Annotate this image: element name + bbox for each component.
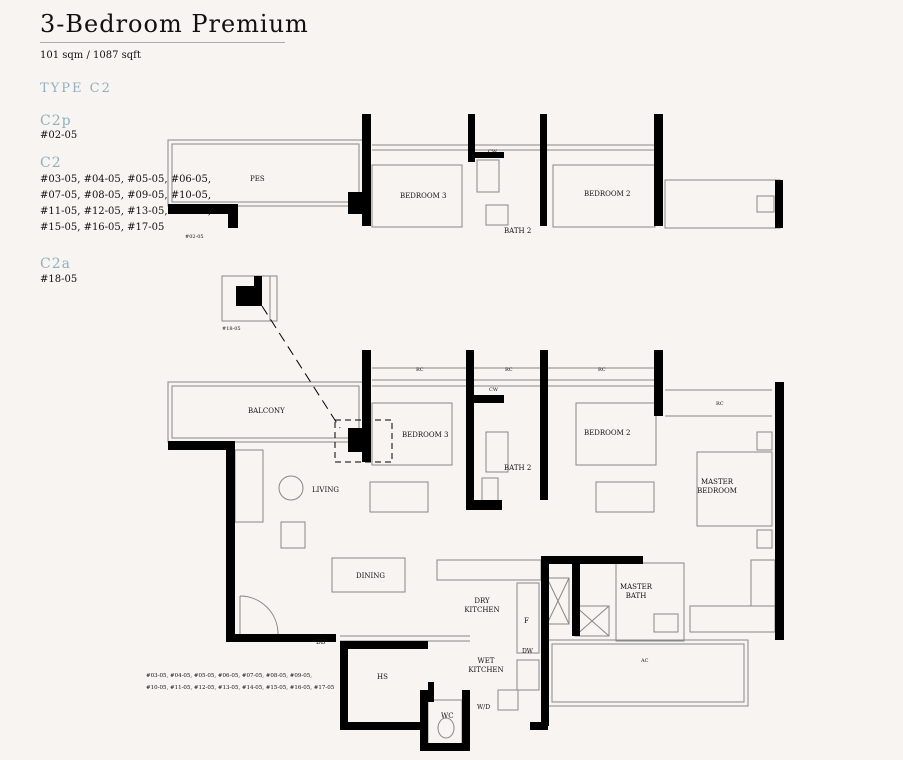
label-hs: HS: [377, 673, 388, 681]
inset-leader-line: [261, 305, 341, 429]
label-rc-3: RC: [598, 367, 606, 373]
label-dw: DW: [522, 648, 533, 655]
label-master-bath: MASTER BATH: [619, 583, 653, 600]
label-bedroom3-inset: BEDROOM 3: [400, 192, 447, 200]
variant-c2a-units: #18-05: [40, 274, 78, 285]
label-bath2: BATH 2: [504, 464, 532, 472]
thin-lines: [167, 139, 781, 745]
units-note-line2: #10-05, #11-05, #12-05, #13-05, #14-05, …: [146, 685, 335, 691]
label-bedroom2: BEDROOM 2: [584, 429, 631, 437]
variant-c2-heading: C2: [40, 155, 62, 171]
label-rc-4: RC: [716, 401, 724, 407]
label-rc-2: RC: [505, 367, 513, 373]
label-db: DB: [316, 639, 326, 646]
variant-c2a-heading: C2a: [40, 256, 71, 272]
label-balcony: BALCONY: [248, 407, 285, 415]
label-wd: W/D: [477, 704, 490, 711]
units-note-line1: #03-05, #04-05, #05-05, #06-05, #07-05, …: [146, 673, 312, 679]
label-ac: AC: [641, 658, 649, 664]
label-cw: CW: [489, 387, 498, 393]
label-living: LIVING: [312, 486, 339, 494]
label-unit-0205: #02-05: [185, 234, 204, 240]
unit-area: 101 sqm / 1087 sqft: [40, 50, 141, 61]
label-master-bedroom: MASTER BEDROOM: [697, 478, 737, 495]
page-title: 3-Bedroom Premium: [40, 10, 309, 38]
label-fridge: F: [524, 617, 529, 625]
title-divider: [40, 42, 285, 43]
label-dining: DINING: [356, 572, 385, 580]
label-bedroom3: BEDROOM 3: [402, 431, 449, 439]
label-dry-kitchen: DRY KITCHEN: [464, 597, 500, 614]
label-rc-1: RC: [416, 367, 424, 373]
unit-type: TYPE C2: [40, 81, 112, 96]
label-pes: PES: [250, 175, 265, 183]
variant-c2-units: #03-05, #04-05, #05-05, #06-05, #07-05, …: [40, 174, 212, 233]
label-cw-inset: CW: [488, 149, 497, 155]
label-unit-1805: #18-05: [222, 326, 241, 332]
walls: [168, 114, 784, 751]
variant-c2p-heading: C2p: [40, 113, 72, 129]
label-bedroom2-inset: BEDROOM 2: [584, 190, 631, 198]
variant-c2p-units: #02-05: [40, 130, 78, 141]
label-wc: WC: [441, 712, 454, 720]
label-wet-kitchen: WET KITCHEN: [468, 657, 504, 674]
label-bath2-inset: BATH 2: [504, 227, 532, 235]
